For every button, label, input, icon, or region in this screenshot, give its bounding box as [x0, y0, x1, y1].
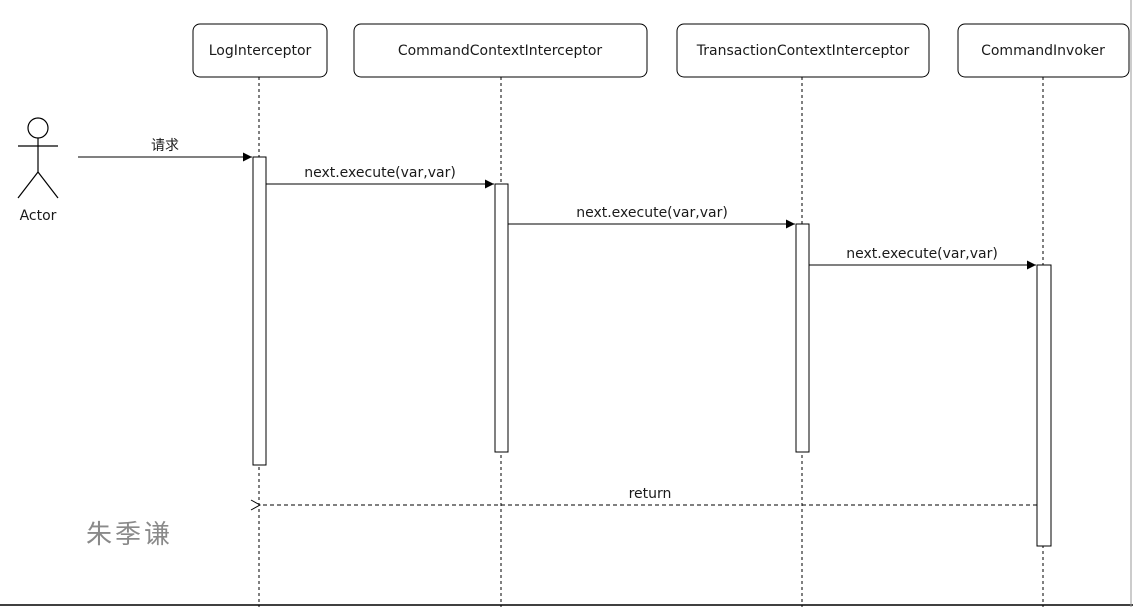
actor-head	[27, 117, 49, 139]
participant-transaction-context-label: TransactionContextInterceptor	[696, 43, 910, 59]
participant-command-invoker-label: CommandInvoker	[981, 43, 1105, 59]
message-return: return	[260, 486, 1037, 505]
participant-log-label: LogInterceptor	[209, 43, 312, 59]
participant-command-context: CommandContextInterceptor	[353, 23, 648, 78]
author-signature: 朱季谦	[86, 520, 173, 550]
message-execute-2-label: next.execute(var,var)	[576, 205, 728, 221]
activation-command-invoker	[1036, 264, 1052, 547]
participant-transaction-context: TransactionContextInterceptor	[676, 23, 930, 78]
message-execute-3: next.execute(var,var)	[809, 246, 1036, 270]
message-execute-1: next.execute(var,var)	[266, 165, 494, 189]
activation-log	[252, 156, 267, 466]
participant-log: LogInterceptor	[192, 23, 328, 78]
participant-command-context-label: CommandContextInterceptor	[398, 43, 603, 59]
message-execute-2: next.execute(var,var)	[508, 205, 795, 229]
actor-right-leg	[37, 171, 59, 199]
message-execute-1-label: next.execute(var,var)	[304, 165, 456, 181]
message-request-label: 请求	[151, 138, 179, 154]
message-request: 请求	[78, 138, 252, 162]
actor-label: Actor	[20, 208, 57, 224]
message-execute-3-label: next.execute(var,var)	[846, 246, 998, 262]
actor-left-leg	[17, 171, 39, 199]
message-return-label: return	[629, 486, 672, 502]
activation-command-context	[494, 183, 509, 453]
activation-transaction-context	[795, 223, 810, 453]
actor: Actor	[17, 117, 59, 224]
participant-command-invoker: CommandInvoker	[957, 23, 1130, 78]
